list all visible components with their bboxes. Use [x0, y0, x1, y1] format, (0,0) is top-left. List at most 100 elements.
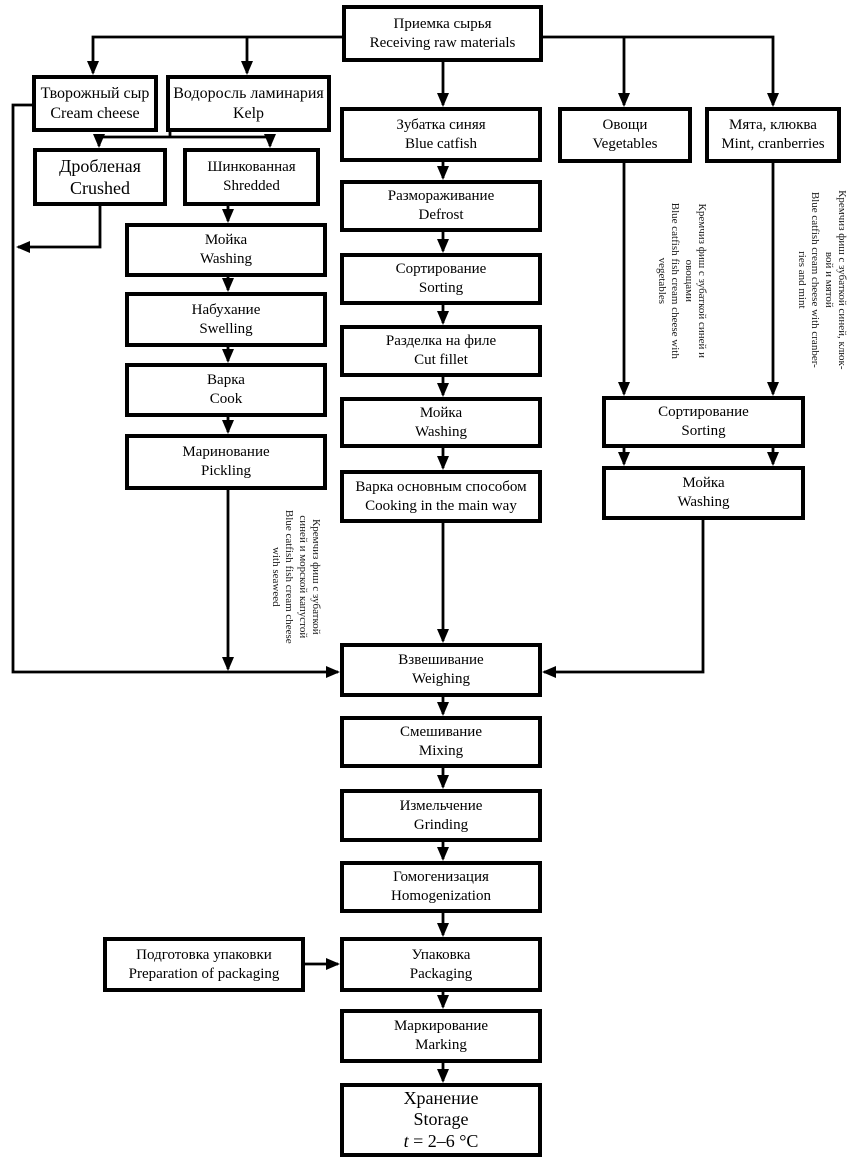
- box-label-ru: Творожный сыр: [40, 84, 150, 102]
- box-label-en: Blue catfish: [404, 135, 478, 152]
- box-label-en: Shredded: [223, 178, 280, 194]
- box-label-en: Cut fillet: [414, 352, 468, 368]
- box-label-en: Storage: [413, 1109, 469, 1130]
- box-label-ru: Взвешивание: [398, 652, 484, 669]
- box-label-ru: Варка: [207, 372, 245, 389]
- box-label-ru: Маринование: [182, 444, 270, 461]
- box-label-ru: Варка основным способом: [355, 478, 527, 495]
- box-label-ru: Измельчение: [399, 797, 483, 814]
- box-label-temperature: t = 2–6 °C: [404, 1131, 479, 1153]
- box-label-en: Receiving raw materials: [369, 34, 516, 51]
- temperature-value: = 2–6 °C: [408, 1130, 479, 1151]
- box-label-en: Crushed: [70, 178, 130, 198]
- box-label-ru: Приемка сырья: [393, 15, 492, 32]
- temperature-symbol: t: [403, 1130, 409, 1151]
- box-label-en: Cook: [209, 391, 243, 407]
- flow-edge: [543, 35, 779, 107]
- vertical-label-line: Кремчиз фиш с зубаткой синей и: [695, 203, 708, 359]
- vertical-label-line: синей и морской капустой: [296, 515, 309, 639]
- vertical-label-line: Blue catfish fish cream cheese with: [669, 202, 681, 360]
- box-label-ru: Мята, клюква: [729, 117, 817, 134]
- box-label-en: Pickling: [200, 463, 251, 479]
- flow-edge: [87, 35, 342, 75]
- vertical-label-line: ries and mint: [795, 251, 808, 309]
- box-label-ru: Маркирование: [393, 1018, 489, 1035]
- box-label-ru: Смешивание: [400, 724, 482, 741]
- box-label-en: Weighing: [412, 671, 470, 687]
- box-label-en: Preparation of packaging: [128, 965, 280, 982]
- box-label-en: Vegetables: [592, 136, 658, 152]
- box-label-ru: Подготовка упаковки: [136, 946, 272, 963]
- box-label-en: Cream cheese: [50, 104, 140, 122]
- box-label-ru: Сортирование: [658, 404, 749, 421]
- box-label-ru: Мойка: [204, 232, 248, 249]
- box-label-ru: Размораживание: [387, 188, 495, 205]
- box-label-en: Packaging: [409, 965, 473, 982]
- box-label-ru: Дробленая: [59, 155, 141, 176]
- box-label-en: Washing: [677, 494, 730, 510]
- box-label-ru: Сортирование: [395, 261, 487, 278]
- box-label-en: Kelp: [232, 104, 265, 122]
- box-label-en: Sorting: [681, 423, 726, 439]
- box-label-en: Cooking in the main way: [365, 497, 517, 514]
- flow-edge: [542, 520, 705, 678]
- box-label-ru: Шинкованная: [207, 159, 296, 176]
- box-label-ru: Хранение: [403, 1087, 479, 1108]
- box-label-en: Washing: [199, 251, 253, 267]
- box-label-ru: Водоросль ламинария: [173, 84, 324, 102]
- box-label-en: Swelling: [199, 320, 253, 337]
- vertical-label-line: Кремчиз фиш с зубаткой: [309, 519, 322, 635]
- box-label-en: Mixing: [418, 743, 464, 759]
- vertical-label-mint-product: Кремчиз фиш с зубаткой синей, клюк-вой и…: [794, 159, 848, 401]
- vertical-label-line: вой и мятой: [822, 252, 835, 308]
- vertical-label-line: овощами: [682, 259, 695, 303]
- box-label-ru: Зубатка синяя: [396, 116, 486, 133]
- box-label-ru: Гомогенизация: [393, 869, 489, 886]
- vertical-label-line: Blue catfish fish cream cheese: [283, 510, 295, 644]
- vertical-label-line: Blue catfish cream cheese with cranber-: [809, 192, 821, 368]
- flow-edge: [11, 103, 340, 678]
- box-label-en: Homogenization: [391, 888, 491, 904]
- vertical-label-line: with seaweed: [269, 547, 282, 607]
- vertical-label-line: vegetables: [655, 257, 668, 305]
- box-label-ru: Разделка на филе: [385, 333, 497, 350]
- box-label-ru: Набухание: [191, 301, 261, 318]
- box-label-en: Grinding: [413, 816, 469, 833]
- box-label-ru: Мойка: [419, 404, 463, 421]
- box-label-en: Marking: [415, 1037, 467, 1053]
- box-label-ru: Овощи: [602, 117, 648, 134]
- box-label-en: Defrost: [418, 207, 464, 223]
- box-label-en: Mint, cranberries: [721, 136, 825, 152]
- box-label-en: Sorting: [418, 280, 464, 296]
- box-label-ru: Упаковка: [411, 946, 471, 963]
- box-label-en: Washing: [414, 423, 468, 440]
